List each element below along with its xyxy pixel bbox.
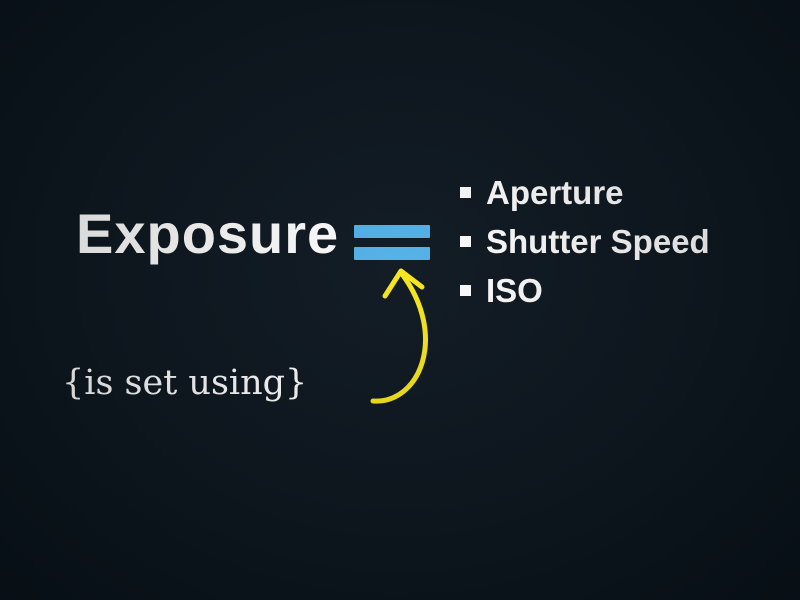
list-item: ISO [460, 266, 710, 315]
factors-list: Aperture Shutter Speed ISO [460, 168, 710, 315]
list-item: Aperture [460, 168, 710, 217]
bullet-square-icon [460, 236, 471, 247]
caption-text: {is set using} [62, 363, 308, 403]
bullet-square-icon [460, 285, 471, 296]
factor-label: Aperture [486, 174, 624, 211]
equals-top-bar [354, 225, 430, 238]
exposure-term: Exposure [76, 202, 340, 265]
equals-bottom-bar [354, 247, 430, 260]
bullet-square-icon [460, 187, 471, 198]
factor-label: ISO [486, 272, 543, 309]
arrow-curve [370, 271, 428, 404]
list-item: Shutter Speed [460, 217, 710, 266]
factor-label: Shutter Speed [486, 223, 710, 260]
arrow-head [382, 268, 425, 299]
equals-sign-icon [354, 225, 430, 260]
curved-arrow-icon [370, 268, 428, 404]
